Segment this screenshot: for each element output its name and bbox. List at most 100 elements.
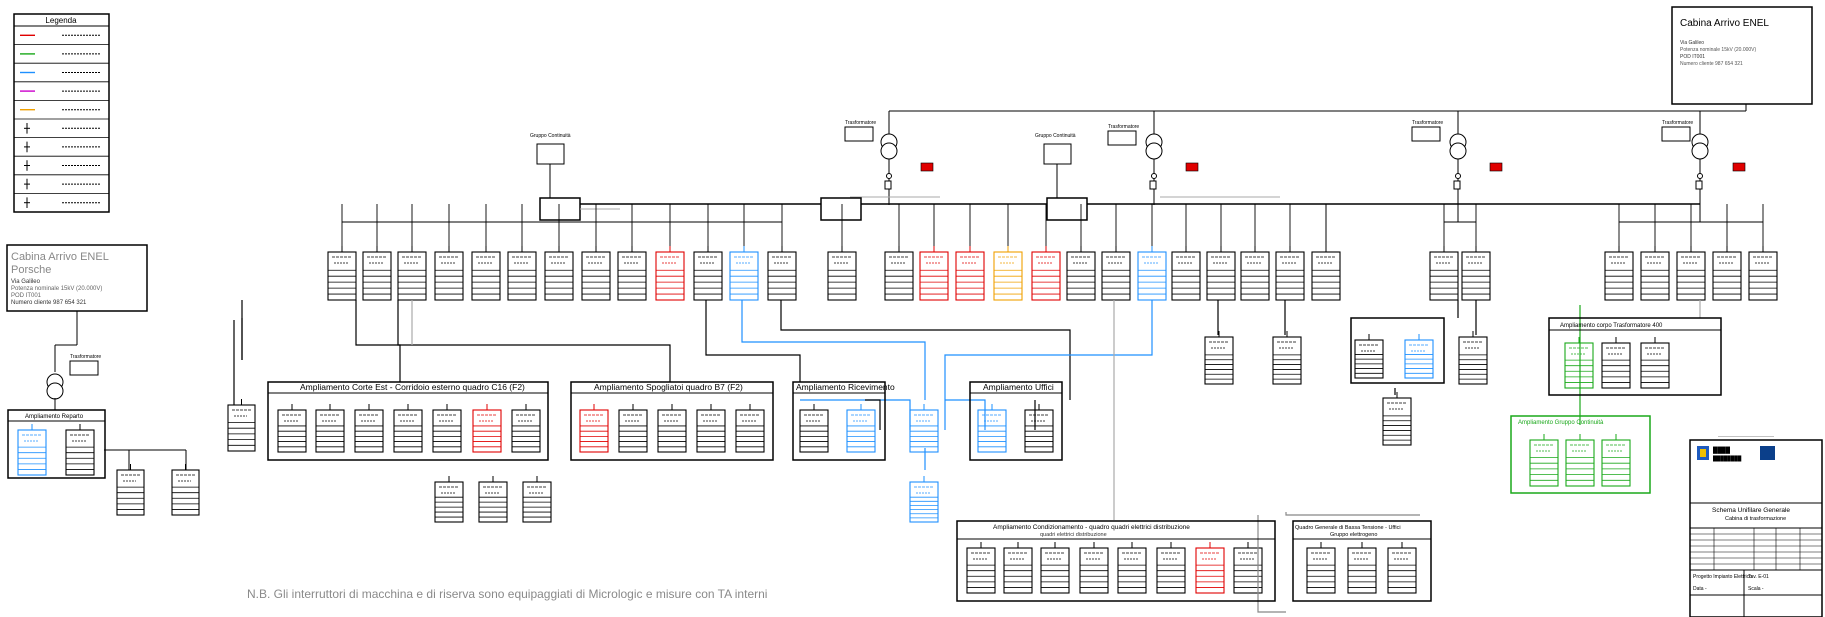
legend-row <box>14 71 109 83</box>
cubicle <box>1712 246 1742 301</box>
cubicle <box>617 246 647 301</box>
cubicle <box>579 404 609 453</box>
panel-title-bottom-main: Ampliamento Condizionamento - quadro qua… <box>993 524 1190 531</box>
legend-row <box>14 160 109 176</box>
cubicle <box>955 246 985 301</box>
cubicle <box>767 246 797 301</box>
cabina-left-line: Via Galileo <box>11 279 41 285</box>
cubicle <box>362 246 392 301</box>
legend-row <box>14 34 109 45</box>
cubicle <box>1429 246 1459 301</box>
cubicle <box>1040 542 1070 594</box>
transformer-icon: Trasformatore <box>46 354 101 400</box>
cubicle <box>1601 337 1631 389</box>
cubicle <box>993 246 1023 301</box>
cubicle <box>1404 334 1434 379</box>
footnote: N.B. Gli interruttori di macchina e di r… <box>247 587 767 601</box>
cubicle <box>327 246 357 301</box>
panel-subtitle-bottom-right: Gruppo elettrogeno <box>1330 532 1377 538</box>
svg-text:Trasformatore: Trasformatore <box>1662 120 1693 126</box>
transformer-icon: Trasformatore <box>844 120 934 190</box>
cubicle <box>966 542 996 594</box>
cubicle <box>1676 246 1706 301</box>
cubicle <box>393 404 423 453</box>
legend-symbol-icon <box>24 160 30 171</box>
cubicle <box>511 404 541 453</box>
transformer-feeds <box>888 158 1701 205</box>
cubicle <box>1206 246 1236 301</box>
legend-symbol-icon <box>24 123 30 134</box>
logo-text: ████ <box>1713 446 1731 454</box>
cabina-arrivo-left: Cabina Arrivo ENEL Porsche Via Galileo P… <box>6 244 148 312</box>
panel-frames <box>7 317 1722 602</box>
left-branch <box>54 311 187 470</box>
cubicle <box>472 404 502 453</box>
cubicle <box>397 246 427 301</box>
cabina-left-title: Cabina Arrivo ENEL <box>11 251 109 263</box>
cubicle <box>434 246 464 301</box>
cubicle <box>1306 542 1336 594</box>
cubicle <box>354 404 384 453</box>
cubicle <box>1311 246 1341 301</box>
cubicle <box>1272 331 1302 385</box>
transformer-icon: Trasformatore <box>1107 124 1199 190</box>
cubicle <box>522 476 552 523</box>
cubicle <box>1354 334 1384 379</box>
panel-title-uffici: Ampliamento Uffici <box>983 382 1054 392</box>
cabina-arrivo-top: Cabina Arrivo ENEL Via Galileo Potenza n… <box>1671 6 1813 105</box>
cubicle <box>1461 246 1491 301</box>
cubicle <box>1195 542 1225 594</box>
cabina-left-line: Potenza nominale 15kV (20.000V) <box>11 286 102 292</box>
cubicle <box>1275 246 1305 301</box>
cubicle <box>799 404 829 453</box>
cubicle <box>827 246 857 301</box>
cubicle <box>1240 246 1270 301</box>
panel-title-left: Ampliamento Reparto <box>25 414 84 420</box>
cubicle <box>1382 392 1412 446</box>
cubicle <box>1387 542 1417 594</box>
title-block-project: Progetto Impianto Elettrico <box>1693 574 1752 580</box>
cabina-top-line: Numero cliente 987 654 321 <box>1680 61 1743 67</box>
transformer-icon: Trasformatore <box>1411 120 1503 190</box>
feeder-drops <box>341 203 1764 246</box>
cubicle <box>1347 542 1377 594</box>
cubicle <box>977 404 1007 453</box>
alarm-indicator-icon <box>920 162 934 172</box>
svg-text:Trasformatore: Trasformatore <box>70 354 101 360</box>
title-block: —————————————— ████ ████████ Schema Unif… <box>1689 433 1823 617</box>
logo-icon-secondary <box>1760 446 1775 460</box>
legend-title: Legenda <box>45 16 77 25</box>
legend-row <box>14 123 109 139</box>
cubicle <box>909 404 939 453</box>
cubicle <box>1024 404 1054 453</box>
ups-left: Gruppo Continuità <box>530 133 620 221</box>
cubicle <box>277 404 307 453</box>
cubicle <box>1204 331 1234 385</box>
mv-feeders <box>888 104 1747 135</box>
legend: Legenda <box>13 13 110 213</box>
switchgear-cubicles <box>17 246 1778 594</box>
cabina-top-title: Cabina Arrivo ENEL <box>1680 18 1769 29</box>
cubicle <box>1003 542 1033 594</box>
cubicle <box>315 404 345 453</box>
cubicle <box>1066 246 1096 301</box>
cubicle <box>1458 331 1488 385</box>
cabina-left-line: POD IT001 <box>11 293 42 299</box>
cubicle <box>1565 434 1595 487</box>
cubicle <box>581 246 611 301</box>
cubicle <box>1640 337 1670 389</box>
cubicle <box>507 246 537 301</box>
legend-symbol-icon <box>24 197 30 208</box>
cubicle <box>729 246 759 301</box>
ups-label: Gruppo Continuità <box>530 133 571 139</box>
cubicle <box>1031 246 1061 301</box>
cubicle <box>1079 542 1109 594</box>
main-busbar <box>543 196 1700 205</box>
cubicle <box>65 424 95 476</box>
cubicle <box>735 404 765 453</box>
title-block-drawing-no: Tav. E-01 <box>1748 574 1769 580</box>
cubicle <box>909 476 939 523</box>
panel-title-bottom-right: Quadro Generale di Bassa Tensione - Uffi… <box>1295 525 1401 531</box>
legend-row <box>14 108 109 120</box>
